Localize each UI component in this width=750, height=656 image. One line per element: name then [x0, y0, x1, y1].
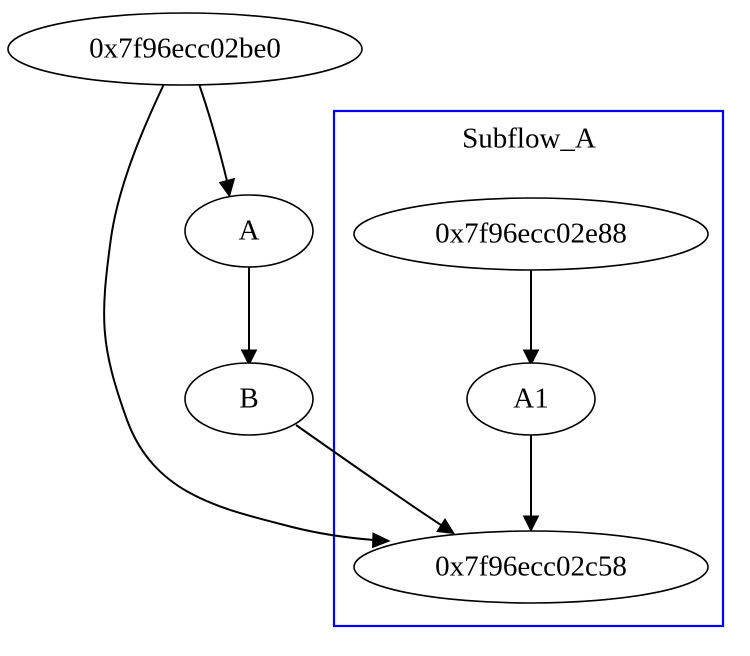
- node-b-label: B: [239, 383, 258, 415]
- node-b[interactable]: B: [184, 362, 314, 436]
- edge-root-c58-arrowhead: [371, 532, 391, 549]
- edge-a1-c58[interactable]: [522, 435, 540, 533]
- node-e88[interactable]: 0x7f96ecc02e88: [353, 197, 709, 271]
- edge-a1-c58-arrowhead: [522, 515, 540, 533]
- edge-b-c58-line: [295, 424, 442, 526]
- node-a-ellipse: [184, 194, 314, 268]
- edge-root-a-line: [198, 83, 228, 182]
- cluster-subflow-a-label: Subflow_A: [462, 123, 596, 155]
- node-root-label: 0x7f96ecc02be0: [89, 33, 281, 65]
- node-e88-label: 0x7f96ecc02e88: [435, 218, 627, 250]
- node-a1[interactable]: A1: [466, 362, 596, 436]
- edge-e88-a1-arrowhead: [522, 349, 540, 367]
- edge-root-c58-line: [103, 83, 375, 541]
- node-a1-ellipse: [466, 362, 596, 436]
- node-c58-label: 0x7f96ecc02c58: [435, 551, 627, 583]
- edge-b-c58-arrowhead: [436, 518, 455, 535]
- node-a1-label: A1: [513, 383, 548, 415]
- node-a-label: A: [239, 215, 260, 247]
- node-b-ellipse: [184, 362, 314, 436]
- edge-root-a-arrowhead: [218, 177, 236, 198]
- edge-b-c58[interactable]: [295, 424, 455, 535]
- edge-root-a[interactable]: [198, 83, 236, 198]
- edge-a-b[interactable]: [240, 267, 258, 367]
- node-c58-ellipse: [353, 530, 709, 604]
- node-a[interactable]: A: [184, 194, 314, 268]
- cluster-subflow-a[interactable]: Subflow_A: [332, 109, 725, 628]
- node-root-ellipse: [7, 12, 363, 86]
- node-root[interactable]: 0x7f96ecc02be0: [7, 12, 363, 86]
- edge-e88-a1[interactable]: [522, 270, 540, 367]
- edge-a-b-arrowhead: [240, 349, 258, 367]
- cluster-subflow-a-border: [332, 109, 725, 628]
- edge-root-c58[interactable]: [103, 83, 391, 549]
- node-e88-ellipse: [353, 197, 709, 271]
- node-c58[interactable]: 0x7f96ecc02c58: [353, 530, 709, 604]
